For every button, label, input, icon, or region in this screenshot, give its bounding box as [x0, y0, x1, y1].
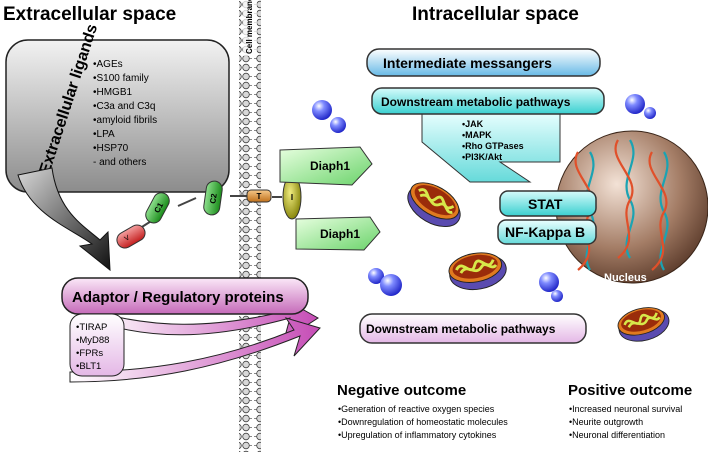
pathway-item: •JAK [462, 119, 484, 129]
mitochondrion [399, 173, 470, 237]
diaph1-lower-label: Diaph1 [320, 227, 360, 241]
diaph1-upper [279, 146, 373, 186]
ligand-arrow [17, 167, 111, 272]
v-domain-label: V [123, 234, 131, 243]
pathway-item: •PI3K/Akt [462, 152, 502, 162]
nfkb-label: NF-Kappa B [505, 224, 585, 240]
ligand-item: •C3a and C3q [93, 101, 155, 112]
ligand-item: •LPA [93, 129, 115, 140]
transmembrane-domain [246, 189, 272, 203]
negative-item: •Generation of reactive oxygen species [338, 404, 495, 414]
negative-title: Negative outcome [337, 382, 466, 399]
rage-receptor: V C1 C2 T I [116, 174, 302, 249]
adaptor-list-box [69, 313, 125, 377]
ligand-item: - and others [93, 157, 146, 168]
intracellular-title: Intracellular space [412, 4, 579, 25]
adaptor-item: •MyD88 [76, 335, 109, 346]
ligands-list: •AGEs •S100 family •HMGB1 •C3a and C3q •… [93, 59, 157, 168]
ligands-box [5, 39, 230, 193]
ros-bubbles [312, 94, 656, 302]
adaptor-item: •FPRs [76, 348, 103, 359]
cell-membrane [239, 0, 261, 452]
downstream-top-title: Downstream metabolic pathways [381, 95, 571, 109]
ligand-item: •AGEs [93, 59, 123, 70]
ligand-item: •HMGB1 [93, 87, 133, 98]
diaph1-lower [295, 216, 381, 251]
v-domain [116, 224, 146, 249]
negative-item: •Upregulation of inflammatory cytokines [338, 430, 497, 440]
pathway-item: •Rho GTPases [462, 141, 524, 151]
adaptor-box [61, 277, 309, 315]
downstream-bottom-title: Downstream metabolic pathways [366, 322, 556, 336]
positive-title: Positive outcome [568, 382, 692, 399]
c2-domain-label: C2 [208, 192, 218, 204]
intermediate-title: Intermediate messangers [383, 55, 552, 71]
t-domain-label: T [257, 192, 262, 201]
nfkb-box [497, 219, 597, 245]
positive-item: •Neurite outgrowth [569, 417, 643, 427]
c2-domain [203, 180, 223, 216]
stat-label: STAT [528, 196, 563, 212]
c1-domain-label: C1 [152, 201, 165, 215]
nucleus-label: Nucleus [604, 272, 647, 284]
extracellular-title: Extracellular space [3, 4, 176, 25]
diaph1-upper-label: Diaph1 [310, 159, 350, 173]
mitochondrion [445, 246, 511, 296]
membrane-label: Cell membrane [245, 0, 254, 54]
c1-domain [145, 192, 170, 224]
i-domain-label: I [291, 193, 293, 202]
stat-box [499, 190, 597, 217]
mitochondrion [613, 300, 674, 348]
adaptor-title: Adaptor / Regulatory proteins [72, 289, 284, 306]
pathway-item: •MAPK [462, 130, 492, 140]
ligand-item: •S100 family [93, 73, 149, 84]
negative-item: •Downregulation of homeostatic molecules [338, 417, 508, 427]
intermediate-box [366, 48, 601, 77]
downstream-top-box [371, 87, 605, 115]
adaptor-item: •TIRAP [76, 322, 107, 333]
positive-item: •Increased neuronal survival [569, 404, 682, 414]
downstream-arrow [421, 110, 561, 183]
downstream-bottom-box [359, 313, 587, 344]
ligand-item: •HSP70 [93, 143, 129, 154]
adaptor-item: •BLT1 [76, 361, 101, 372]
positive-item: •Neuronal differentiation [569, 430, 665, 440]
ligand-item: •amyloid fibrils [93, 115, 157, 126]
